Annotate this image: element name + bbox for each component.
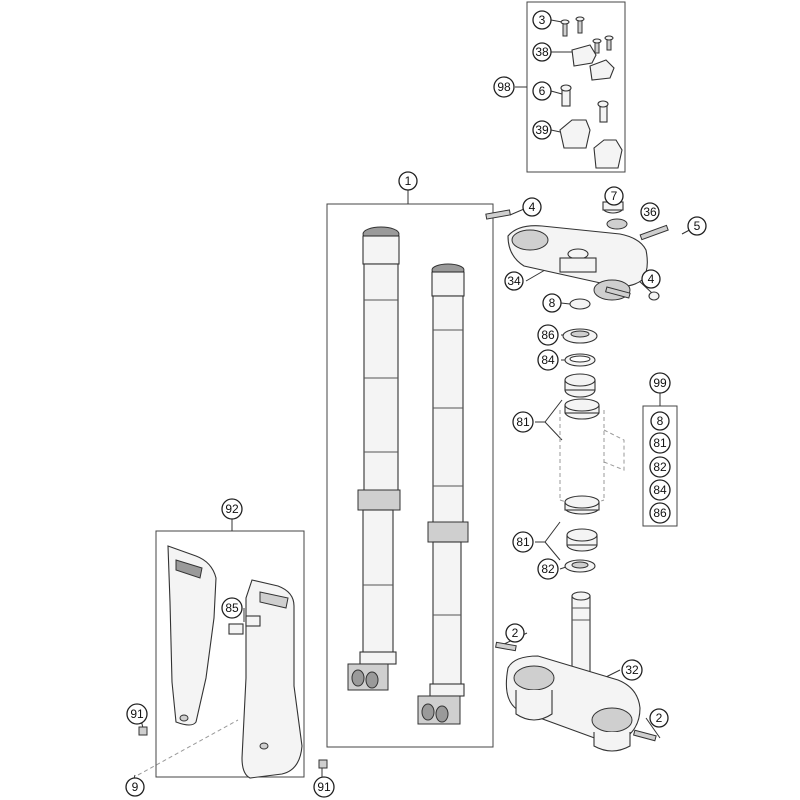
svg-text:82: 82 [653, 460, 667, 474]
callout-86[interactable]: 86 [537, 324, 559, 346]
steering-stem-nut [602, 201, 628, 230]
svg-text:38: 38 [535, 45, 549, 59]
screw-3-group [560, 16, 614, 54]
callout-81-top[interactable]: 81 [512, 411, 534, 433]
callout-99-84[interactable]: 84 [649, 479, 671, 501]
callout-5[interactable]: 5 [687, 216, 707, 236]
screw-6-group [560, 84, 609, 123]
svg-text:4: 4 [648, 272, 655, 286]
seal-82 [564, 559, 596, 573]
callout-82[interactable]: 82 [537, 558, 559, 580]
callout-91-right[interactable]: 91 [313, 776, 335, 798]
callout-9[interactable]: 9 [125, 777, 145, 797]
svg-text:32: 32 [625, 663, 639, 677]
callout-4-top[interactable]: 4 [522, 197, 542, 217]
fork-leg-left [347, 226, 401, 691]
svg-text:1: 1 [405, 174, 412, 188]
clamp-bolt-upper [485, 209, 660, 301]
o-ring-8 [569, 298, 591, 310]
callout-99[interactable]: 99 [649, 372, 671, 394]
callout-85[interactable]: 85 [221, 597, 243, 619]
svg-text:8: 8 [657, 414, 664, 428]
steering-head-tube-outline [559, 410, 625, 505]
svg-text:81: 81 [516, 535, 530, 549]
svg-text:6: 6 [539, 84, 546, 98]
clamp-bolts-2 [495, 641, 657, 742]
callout-98[interactable]: 98 [493, 76, 515, 98]
callout-7[interactable]: 7 [604, 186, 624, 206]
callout-99-8[interactable]: 8 [650, 411, 670, 431]
svg-text:92: 92 [225, 502, 239, 516]
callout-8[interactable]: 8 [542, 293, 562, 313]
seal-86-top [562, 328, 598, 344]
svg-text:36: 36 [643, 205, 657, 219]
protector-screws [137, 719, 328, 776]
svg-text:34: 34 [507, 274, 521, 288]
callout-39[interactable]: 39 [532, 120, 552, 140]
leader-lines [131, 19, 698, 787]
callout-91-left[interactable]: 91 [126, 703, 148, 725]
svg-text:86: 86 [653, 506, 667, 520]
svg-text:2: 2 [656, 711, 663, 725]
callout-4-right[interactable]: 4 [641, 269, 661, 289]
svg-text:2: 2 [512, 626, 519, 640]
svg-text:86: 86 [541, 328, 555, 342]
clamp-39-group [559, 119, 623, 169]
callout-32[interactable]: 32 [621, 659, 643, 681]
fork-leg-right [417, 263, 469, 725]
svg-text:84: 84 [541, 353, 555, 367]
svg-text:82: 82 [541, 562, 555, 576]
lower-triple-clamp [505, 655, 641, 752]
svg-text:7: 7 [611, 189, 618, 203]
callout-99-82[interactable]: 82 [649, 456, 671, 478]
bearing-81-top [564, 373, 600, 420]
callout-81-bottom[interactable]: 81 [512, 531, 534, 553]
callout-99-86[interactable]: 86 [649, 502, 671, 524]
callout-2-right[interactable]: 2 [649, 708, 669, 728]
fork-protector-frame [155, 530, 305, 778]
clamp-38-group [571, 44, 615, 81]
callout-2-left[interactable]: 2 [505, 623, 525, 643]
svg-text:84: 84 [653, 483, 667, 497]
svg-text:8: 8 [549, 296, 556, 310]
bearing-81-bottom [564, 495, 600, 552]
svg-text:5: 5 [694, 219, 701, 233]
svg-text:81: 81 [653, 436, 667, 450]
callout-34[interactable]: 34 [504, 271, 524, 291]
svg-text:4: 4 [529, 200, 536, 214]
svg-text:99: 99 [653, 376, 667, 390]
callout-84[interactable]: 84 [537, 349, 559, 371]
svg-text:85: 85 [225, 601, 239, 615]
callout-36[interactable]: 36 [640, 202, 660, 222]
callout-38[interactable]: 38 [532, 42, 552, 62]
bolt-5 [639, 224, 669, 241]
fork-assembly-frame [326, 203, 494, 748]
fork-protector-left [167, 545, 217, 726]
svg-text:91: 91 [130, 707, 144, 721]
ring-84 [564, 353, 596, 367]
callout-3[interactable]: 3 [532, 10, 552, 30]
callout-92[interactable]: 92 [221, 498, 243, 520]
svg-text:81: 81 [516, 415, 530, 429]
svg-text:91: 91 [317, 780, 331, 794]
upper-triple-clamp [507, 225, 648, 301]
callout-99-81[interactable]: 81 [649, 432, 671, 454]
clip-85 [228, 615, 261, 635]
svg-text:98: 98 [497, 80, 511, 94]
svg-text:3: 3 [539, 13, 546, 27]
callout-6[interactable]: 6 [532, 81, 552, 101]
fork-protector-right [241, 579, 303, 779]
svg-text:39: 39 [535, 123, 549, 137]
callout-1[interactable]: 1 [398, 171, 418, 191]
svg-text:9: 9 [132, 780, 139, 794]
